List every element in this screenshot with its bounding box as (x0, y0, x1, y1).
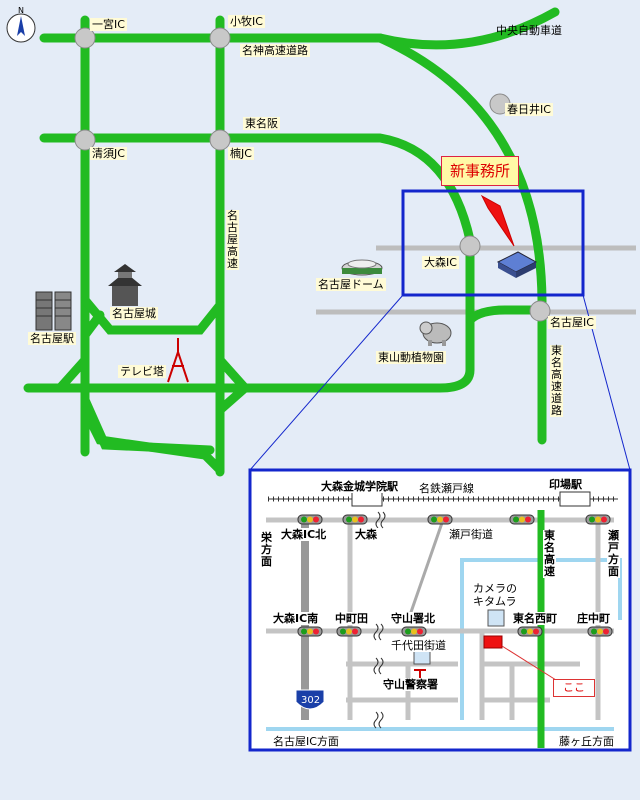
label-inba-station: 印場駅 (548, 478, 583, 491)
label-omori-ic-kita: 大森IC北 (280, 528, 328, 541)
label-chiyoda-kaido: 千代田街道 (390, 639, 447, 652)
label-seto-direction: 瀬戸方面 (607, 529, 620, 578)
station-buildings-icon (35, 291, 72, 331)
label-omori-signal: 大森 (354, 528, 378, 541)
label-tomei-kosoku-inset: 東名高速 (543, 529, 556, 578)
route-shield-icon (295, 689, 325, 710)
new-office-callout: 新事務所 (441, 156, 519, 186)
tv-tower-icon (167, 338, 189, 383)
castle-icon (108, 264, 142, 306)
label-omori-ic: 大森IC (422, 256, 459, 269)
expressway-network (23, 7, 560, 477)
label-meishin-expressway: 名神高速道路 (240, 44, 310, 57)
label-camera-kitamura: カメラのキタムラ (472, 582, 526, 608)
junctions (74, 27, 551, 322)
label-kiyosu-jc: 清須JC (90, 147, 127, 160)
label-tv-tower: テレビ塔 (118, 365, 166, 378)
label-chuo-expressway: 中央自動車道 (496, 24, 562, 37)
camera-shop-building (487, 609, 505, 627)
compass-label: N (18, 6, 24, 15)
label-ichinomiya-ic: 一宮IC (90, 18, 127, 31)
elephant-icon (419, 321, 452, 346)
label-route-302: 302 (301, 695, 321, 706)
label-omori-ic-minami: 大森IC南 (272, 612, 320, 625)
label-seto-kaido: 瀬戸街道 (448, 528, 494, 541)
label-kasugai-ic: 春日井IC (505, 103, 553, 116)
office-marker[interactable] (483, 635, 503, 649)
focus-area-frame (401, 189, 585, 297)
north-compass-icon: N (6, 6, 36, 43)
label-nagoya-station: 名古屋駅 (28, 332, 76, 345)
label-fujigaoka-direction: 藤ヶ丘方面 (558, 735, 615, 748)
label-nagoya-ic: 名古屋IC (548, 316, 596, 329)
office-building-icon (496, 251, 538, 278)
dome-icon (341, 259, 383, 276)
label-omori-kinjo-station: 大森金城学院駅 (320, 480, 399, 493)
label-nagoya-dome: 名古屋ドーム (316, 278, 386, 291)
label-moriyama-kita: 守山署北 (390, 612, 436, 625)
here-marker-label: ここ (553, 679, 595, 697)
label-tomei-han: 東名阪 (243, 117, 280, 130)
label-nakamachida: 中町田 (334, 612, 369, 625)
label-meitetsu-seto-line: 名鉄瀬戸線 (418, 482, 475, 495)
label-moriyama-police: 守山警察署 (382, 678, 439, 691)
label-nagoya-kosoku: 名古屋高速 (226, 209, 239, 270)
label-nagoya-ic-direction: 名古屋IC方面 (272, 735, 340, 748)
label-tomei-nishimachi: 東名西町 (512, 612, 558, 625)
pointer-arrow (480, 194, 515, 247)
road-break-marks (373, 511, 386, 729)
traffic-signals (297, 514, 613, 637)
label-kusu-jc: 楠JC (228, 147, 254, 160)
label-shonakacho: 庄中町 (576, 612, 611, 625)
label-higashiyama-zoo: 東山動植物園 (376, 351, 446, 364)
label-nagoya-castle: 名古屋城 (110, 307, 158, 320)
label-tomei-expressway: 東名高速道路 (550, 344, 563, 417)
label-komaki-ic: 小牧IC (228, 15, 265, 28)
police-building (413, 649, 431, 665)
label-sakae-direction: 栄方面 (260, 531, 273, 568)
